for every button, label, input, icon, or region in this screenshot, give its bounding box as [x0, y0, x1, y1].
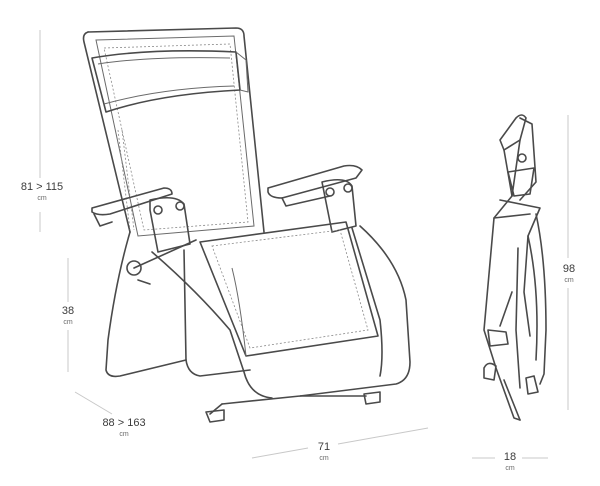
- length-unit: cm: [119, 431, 129, 438]
- total-height-label: 81 > 115 cm: [10, 181, 74, 203]
- length-label: 88 > 163 cm: [92, 417, 156, 439]
- folded-height-unit: cm: [564, 277, 574, 284]
- recliner-chair: [82, 27, 411, 423]
- width-value: 71: [317, 441, 331, 453]
- length-value: 88 > 163: [102, 417, 146, 429]
- width-label: 71 cm: [306, 441, 342, 463]
- seat-height-unit: cm: [63, 319, 73, 326]
- folded-height-value: 98: [562, 263, 576, 275]
- total-height-unit: cm: [37, 195, 47, 202]
- folded-depth-value: 18: [503, 451, 517, 463]
- dimension-lines: [39, 30, 569, 459]
- folded-depth-label: 18 cm: [496, 451, 524, 473]
- seat-height-value: 38: [61, 305, 75, 317]
- folded-height-label: 98 cm: [554, 263, 584, 285]
- seat-height-label: 38 cm: [48, 305, 88, 327]
- folded-depth-unit: cm: [505, 465, 515, 472]
- width-unit: cm: [319, 455, 329, 462]
- folded-chair: [483, 114, 547, 421]
- total-height-value: 81 > 115: [20, 181, 64, 193]
